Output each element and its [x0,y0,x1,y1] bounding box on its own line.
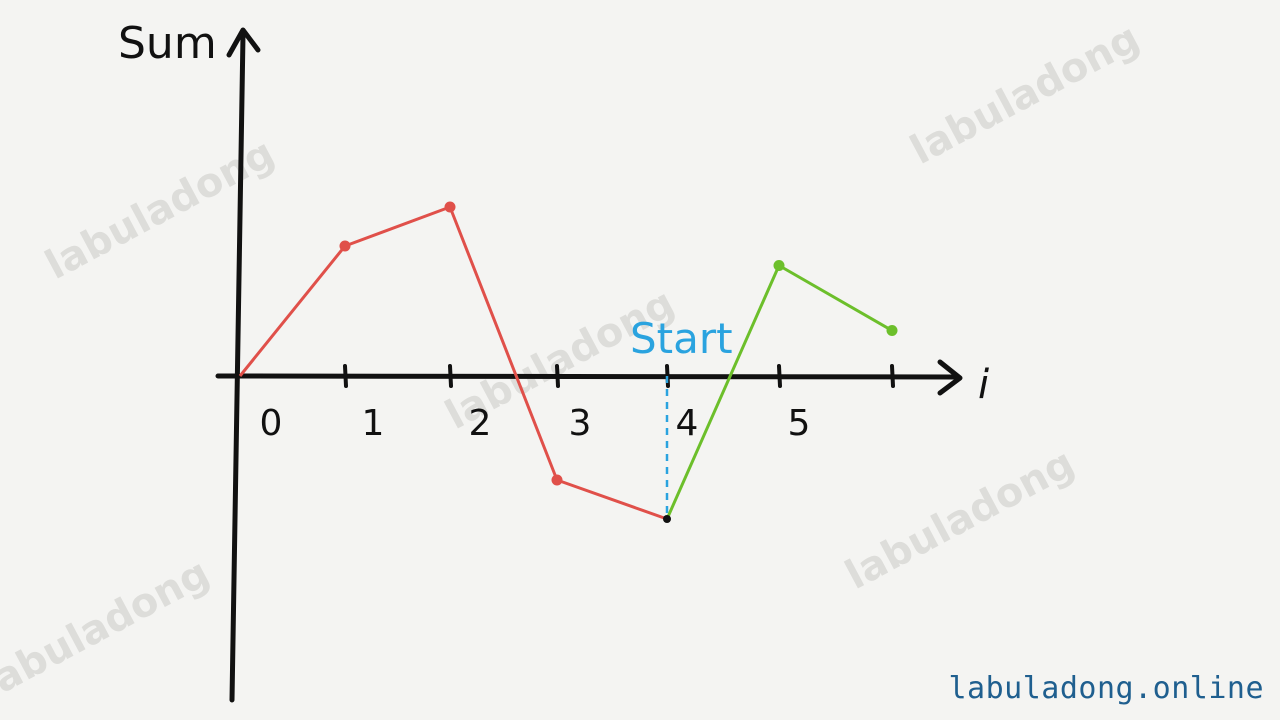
prefix-sum-series [238,201,898,523]
x-tick-mark [555,364,560,388]
y-axis-label: Sum [118,18,217,69]
x-tick-mark [777,364,782,388]
x-tick-label: 1 [362,403,385,444]
x-axis-label: i [978,362,989,408]
prefix-sum-point [551,474,563,486]
x-tick-label: 3 [569,403,592,444]
start-label: Start [630,314,733,363]
x-ticks: 0 1 2 3 4 5 [260,364,895,444]
watermark-text: labuladong [903,15,1147,174]
x-axis-arrowhead [937,359,963,396]
green-segment-line [665,264,893,520]
x-tick-label: 0 [260,403,283,444]
x-axis [215,372,960,380]
watermark-text: labuladong [0,550,217,709]
prefix-sum-point [886,325,898,336]
y-axis-arrowhead [226,27,261,58]
prefix-sum-point [339,240,351,252]
x-tick-mark [448,364,453,388]
prefix-sum-point [663,515,671,523]
watermark-text: labuladong [838,440,1082,599]
x-tick-label: 4 [676,403,699,444]
site-footer[interactable]: labuladong.online [948,671,1264,706]
x-tick-label: 5 [788,403,811,444]
watermark-layer: labuladong labuladong labuladong labulad… [0,15,1147,709]
y-axis [229,32,246,703]
prefix-sum-point [444,201,456,213]
x-tick-label: 2 [469,403,492,444]
red-segment-line [238,205,668,521]
watermark-text: labuladong [38,130,282,289]
x-tick-mark [343,364,348,388]
x-tick-mark [890,364,895,388]
prefix-sum-point [773,260,785,271]
